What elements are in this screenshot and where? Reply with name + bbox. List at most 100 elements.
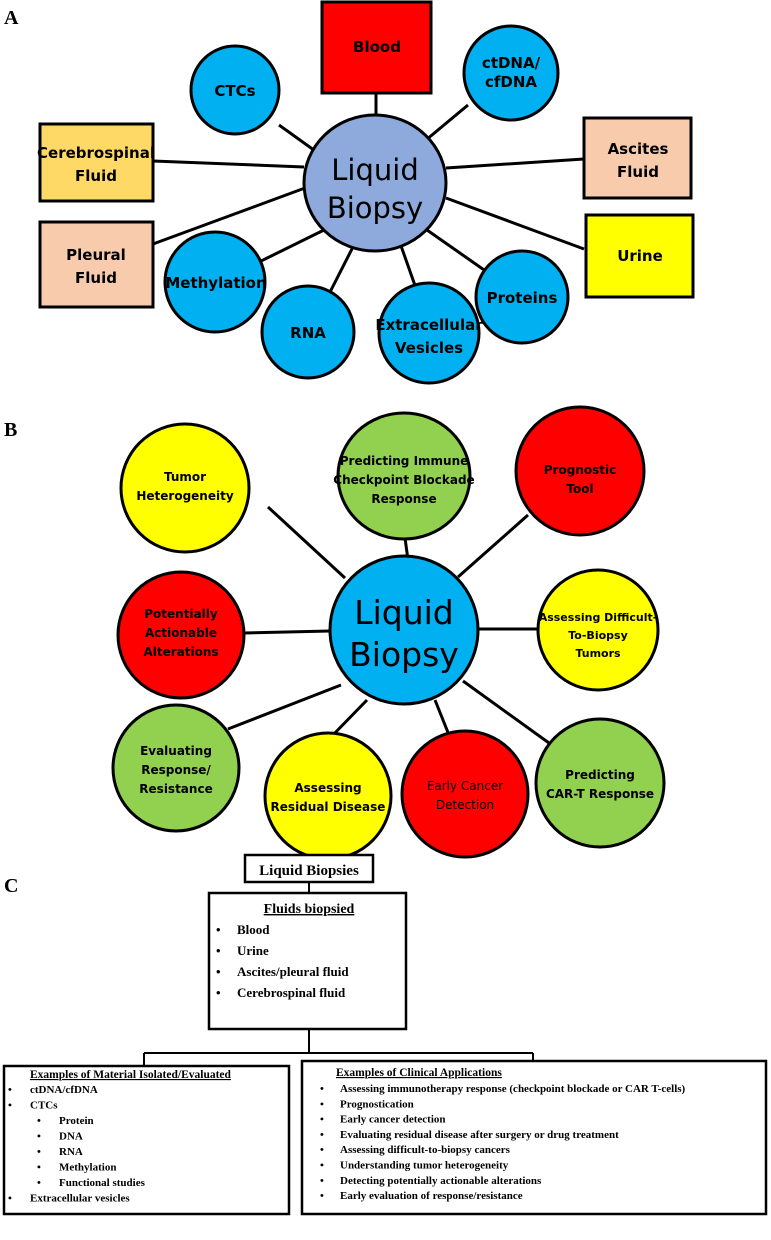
material-box: Examples of Material Isolated/Evaluated … <box>2 1064 291 1216</box>
panel-a-center-node: Liquid Biopsy <box>302 113 448 253</box>
node-label: Response <box>371 492 436 506</box>
bullet-icon: • <box>216 964 221 979</box>
center-label: Liquid <box>354 593 454 632</box>
node-label: Response/ <box>141 763 211 777</box>
bullet-icon: • <box>8 1193 12 1205</box>
panel-a-node-ctdna: ctDNA/ cfDNA <box>462 24 560 122</box>
node-label: CTCs <box>214 82 255 100</box>
node-label: Proteins <box>487 289 558 307</box>
panel-b-node-actionable-alterations: Potentially Actionable Alterations <box>116 570 246 700</box>
node-label: Resistance <box>139 782 212 796</box>
node-label: Extracellular <box>375 316 483 334</box>
material-item: Protein <box>59 1115 94 1127</box>
bullet-icon: • <box>320 1144 324 1156</box>
node-label: Fluid <box>75 269 117 287</box>
fluid-item: Cerebrospinal fluid <box>237 985 346 1000</box>
panel-b-node-early-detection: Early Cancer Detection <box>400 729 530 859</box>
node-label: Prognostic <box>544 463 616 477</box>
panel-c-connectors <box>143 882 534 1066</box>
material-list: •ctDNA/cfDNA•CTCs•Protein•DNA•RNA•Methyl… <box>8 1084 146 1205</box>
node-label: Predicting <box>565 768 635 782</box>
panel-a-node-extracellular-vesicles: Extracellular Vesicles <box>375 281 483 385</box>
bullet-icon: • <box>37 1146 41 1158</box>
panel-c-letter: C <box>4 875 18 897</box>
panel-a-connectors <box>152 92 585 297</box>
bullet-icon: • <box>216 922 221 937</box>
application-item: Understanding tumor heterogeneity <box>340 1160 509 1172</box>
bullet-icon: • <box>320 1160 324 1172</box>
node-label: Evaluating <box>140 744 212 758</box>
panel-b-node-difficult-to-biopsy: Assessing Difficult- To-Biopsy Tumors <box>536 568 660 692</box>
application-item: Early cancer detection <box>340 1114 446 1126</box>
panel-a: A Blood CTCs ctDNA/ cfDNA <box>4 0 695 385</box>
panel-b-letter: B <box>4 419 17 441</box>
panel-a-node-methylation: Methylation <box>163 230 267 334</box>
panel-a-letter: A <box>4 7 19 29</box>
liquid-biopsies-title: Liquid Biopsies <box>259 863 359 879</box>
center-label: Biopsy <box>327 191 423 225</box>
material-item: Functional studies <box>59 1177 146 1189</box>
fluid-item: Blood <box>237 922 270 937</box>
node-label: ctDNA/ <box>482 54 541 72</box>
panel-b-node-response-resistance: Evaluating Response/ Resistance <box>111 703 241 833</box>
node-label: Cerebrospinal <box>37 144 155 162</box>
panel-a-node-ctcs: CTCs <box>189 44 281 136</box>
node-label: Urine <box>617 247 663 265</box>
panel-a-node-blood: Blood <box>320 0 433 95</box>
fluid-item: Urine <box>237 943 269 958</box>
panel-b-node-tumor-heterogeneity: Tumor Heterogeneity <box>119 422 251 554</box>
panel-b-node-prognostic-tool: Prognostic Tool <box>514 405 646 537</box>
bullet-icon: • <box>37 1115 41 1127</box>
node-label: CAR-T Response <box>546 787 654 801</box>
bullet-icon: • <box>37 1177 41 1189</box>
bullet-icon: • <box>320 1175 324 1187</box>
bullet-icon: • <box>37 1162 41 1174</box>
panel-a-node-ascites: Ascites Fluid <box>582 116 693 200</box>
panel-b-node-car-t-response: Predicting CAR-T Response <box>534 717 666 849</box>
node-label: Actionable <box>145 626 217 640</box>
node-label: Alterations <box>143 645 218 659</box>
node-label: Tumors <box>575 647 621 660</box>
node-label: Predicting Immune <box>340 454 469 468</box>
application-item: Early evaluation of response/resistance <box>340 1190 523 1202</box>
material-item: Extracellular vesicles <box>30 1193 130 1205</box>
application-item: Prognostication <box>340 1098 414 1110</box>
panel-b: B Tumor Heterogeneity Predicting Immune … <box>4 405 666 861</box>
node-label: Ascites <box>608 140 669 158</box>
node-label: Blood <box>353 38 401 56</box>
node-label: Vesicles <box>395 339 463 357</box>
fluids-list: •Blood•Urine•Ascites/pleural fluid•Cereb… <box>216 922 349 1000</box>
node-label: Methylation <box>165 274 266 292</box>
bullet-icon: • <box>320 1190 324 1202</box>
bullet-icon: • <box>8 1084 12 1096</box>
bullet-icon: • <box>320 1083 324 1095</box>
node-label: Checkpoint Blockade <box>333 473 474 487</box>
fluid-item: Ascites/pleural fluid <box>237 964 349 979</box>
panel-c: C Liquid Biopsies Fluids biopsied •Blood… <box>2 853 768 1216</box>
node-label: To-Biopsy <box>568 629 627 642</box>
node-label: Residual Disease <box>271 800 386 814</box>
panel-b-node-checkpoint-response: Predicting Immune Checkpoint Blockade Re… <box>333 411 475 541</box>
node-label: Assessing Difficult- <box>539 611 658 624</box>
material-title: Examples of Material Isolated/Evaluated <box>30 1069 232 1081</box>
application-item: Assessing immunotherapy response (checkp… <box>340 1083 686 1095</box>
panel-a-node-urine: Urine <box>584 213 695 299</box>
panel-a-node-proteins: Proteins <box>474 249 570 345</box>
material-item: ctDNA/cfDNA <box>30 1084 98 1096</box>
node-label: cfDNA <box>485 73 537 91</box>
center-label: Liquid <box>331 153 418 187</box>
material-item: CTCs <box>30 1100 58 1112</box>
panel-a-node-pleural: Pleural Fluid <box>38 220 155 309</box>
material-item: RNA <box>59 1146 83 1158</box>
bullet-icon: • <box>320 1098 324 1110</box>
bullet-icon: • <box>320 1129 324 1141</box>
node-label: Potentially <box>144 607 218 621</box>
applications-box: Examples of Clinical Applications • Asses… <box>300 1059 768 1216</box>
node-label: Assessing <box>294 781 361 795</box>
node-label: RNA <box>290 324 326 342</box>
bullet-icon: • <box>37 1131 41 1143</box>
node-label: Heterogeneity <box>136 489 233 503</box>
applications-title: Examples of Clinical Applications <box>336 1067 502 1079</box>
material-item: Methylation <box>59 1162 116 1174</box>
node-label: Fluid <box>617 163 659 181</box>
